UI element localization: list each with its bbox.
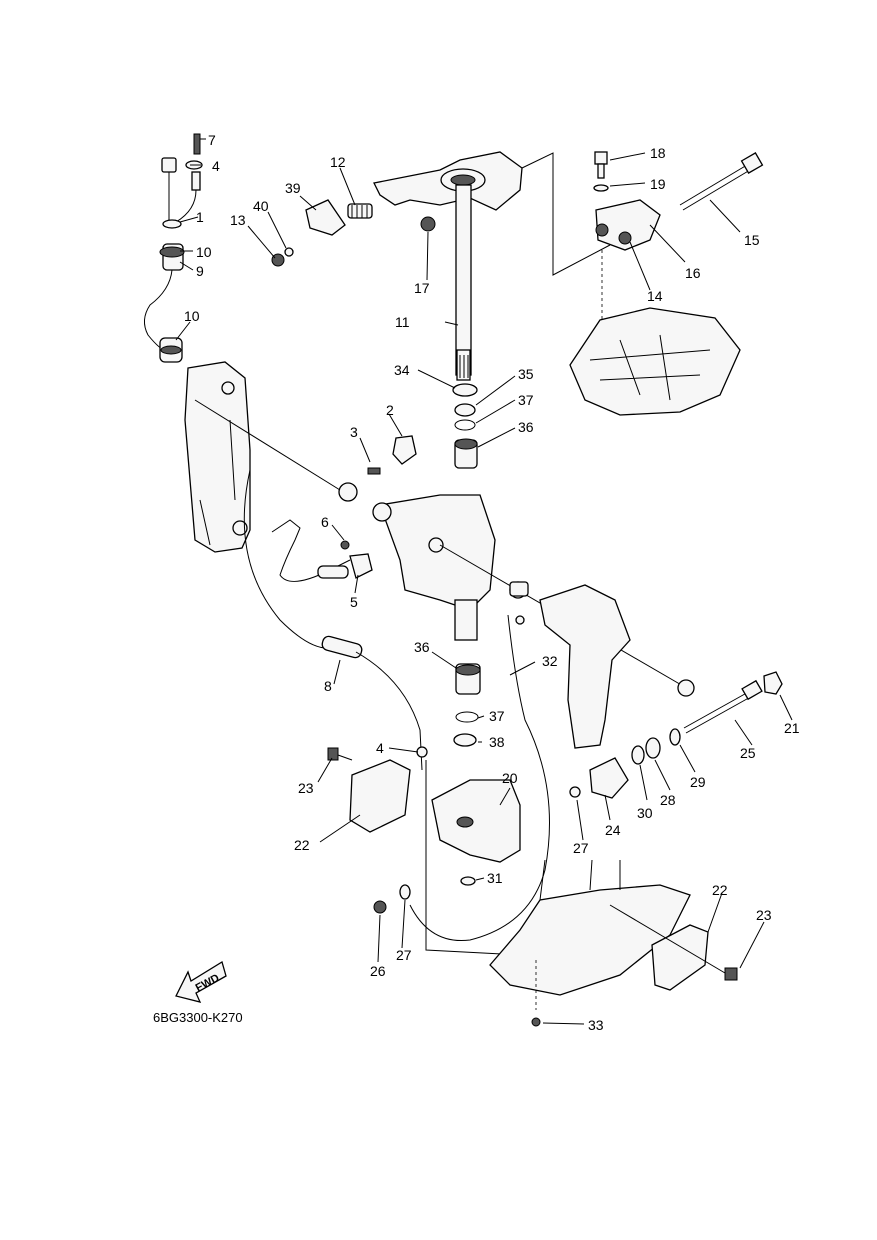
- diagram-code: 6BG3300-K270: [153, 1010, 243, 1025]
- callout-30: 30: [637, 805, 653, 821]
- callout-17: 17: [414, 280, 430, 296]
- callout-26: 26: [370, 963, 386, 979]
- callout-40: 40: [253, 198, 269, 214]
- callout-12: 12: [330, 154, 346, 170]
- callout-10: 10: [184, 308, 200, 324]
- callout-25: 25: [740, 745, 756, 761]
- callout-35: 35: [518, 366, 534, 382]
- callout-4: 4: [212, 158, 220, 174]
- wire-lead-group: [144, 133, 203, 363]
- parts-drawing: FWD: [144, 133, 793, 1027]
- fwd-label: FWD: [194, 972, 222, 994]
- callout-39: 39: [285, 180, 301, 196]
- callout-20: 20: [502, 770, 518, 786]
- callout-23: 23: [298, 780, 314, 796]
- right-clamp-bracket: [509, 581, 783, 765]
- callout-27: 27: [573, 840, 589, 856]
- leader-lines: [175, 138, 793, 1025]
- swivel-bracket: [194, 399, 691, 691]
- upper-mount-group: [569, 151, 764, 416]
- callout-38: 38: [489, 734, 505, 750]
- callout-31: 31: [487, 870, 503, 886]
- callout-21: 21: [784, 720, 800, 736]
- callout-32: 32: [542, 653, 558, 669]
- callout-37: 37: [518, 392, 534, 408]
- callout-33: 33: [588, 1017, 604, 1033]
- lower-case: [373, 859, 738, 1027]
- callout-7: 7: [208, 132, 216, 148]
- callout-10: 10: [196, 244, 212, 260]
- callout-labels: 7 4 1 10 9 10 12 39 40 13 17 11 18 19 15…: [184, 132, 800, 1033]
- callout-15: 15: [744, 232, 760, 248]
- bushing-stack-upper: [452, 383, 478, 469]
- callout-5: 5: [350, 594, 358, 610]
- steering-arm-group: [271, 151, 611, 381]
- lower-mount-group: [327, 747, 629, 886]
- callout-24: 24: [605, 822, 621, 838]
- callout-22: 22: [712, 882, 728, 898]
- callout-36: 36: [414, 639, 430, 655]
- callout-23: 23: [756, 907, 772, 923]
- callout-36: 36: [518, 419, 534, 435]
- callout-2: 2: [386, 402, 394, 418]
- callout-34: 34: [394, 362, 410, 378]
- callout-13: 13: [230, 212, 246, 228]
- callout-8: 8: [324, 678, 332, 694]
- callout-29: 29: [690, 774, 706, 790]
- callout-18: 18: [650, 145, 666, 161]
- callout-22: 22: [294, 837, 310, 853]
- callout-16: 16: [685, 265, 701, 281]
- callout-1: 1: [196, 209, 204, 225]
- callout-27: 27: [396, 947, 412, 963]
- callout-28: 28: [660, 792, 676, 808]
- callout-9: 9: [196, 263, 204, 279]
- callout-37: 37: [489, 708, 505, 724]
- bushing-stack-lower: [453, 663, 481, 747]
- callout-11: 11: [395, 314, 410, 330]
- fwd-arrow: FWD: [175, 960, 227, 1003]
- callout-3: 3: [350, 424, 358, 440]
- callout-14: 14: [647, 288, 663, 304]
- callout-4: 4: [376, 740, 384, 756]
- callout-6: 6: [321, 514, 329, 530]
- left-clamp-bracket: [184, 361, 251, 553]
- small-fasteners-mid: [271, 435, 417, 582]
- cables: [243, 469, 550, 956]
- callout-19: 19: [650, 176, 666, 192]
